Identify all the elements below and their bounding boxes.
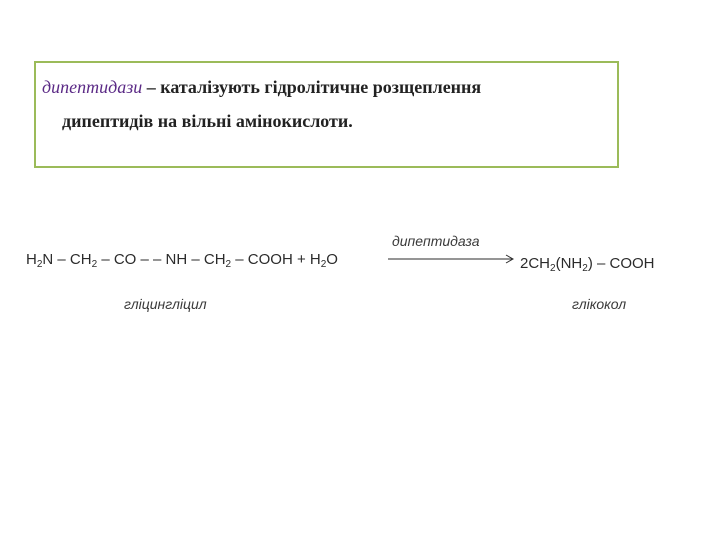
- formula-text: – CO – – NH – CH: [97, 251, 226, 268]
- definition-line-2: дипептидів на вільні амінокислоти.: [62, 111, 353, 131]
- reactant-name: гліцингліцил: [124, 296, 207, 312]
- formula-text: ) – COOH: [587, 255, 655, 272]
- product-name: глікокол: [572, 296, 627, 312]
- formula-text: (NH: [555, 255, 583, 272]
- formula-subscript: 2: [550, 263, 556, 274]
- definition-box: дипептидази – каталізують гідролітичне р…: [34, 61, 619, 168]
- formula-subscript: 2: [91, 259, 98, 270]
- formula-subscript: 2: [225, 259, 232, 270]
- definition-line-1-rest: – каталізують гідролітичне розщеплення: [142, 77, 482, 97]
- formula-text: N – CH: [42, 251, 92, 268]
- formula-text: 2CH: [520, 255, 551, 272]
- definition-line-1: дипептидази – каталізують гідролітичне р…: [42, 77, 481, 98]
- reaction-arrow-icon: [388, 254, 515, 264]
- formula-subscript: 2: [320, 259, 327, 270]
- formula-subscript: 2: [36, 259, 43, 270]
- product-formula: 2CH2(NH2) – COOH: [520, 255, 655, 274]
- formula-subscript: 2: [582, 263, 588, 274]
- definition-term: дипептидази: [42, 77, 143, 97]
- reactant-formula: H2N – CH2 – CO – – NH – CH2 – COOH + H2O: [26, 251, 338, 270]
- enzyme-label: дипептидаза: [392, 233, 480, 249]
- formula-text: – COOH + H: [231, 251, 321, 268]
- formula-text: O: [326, 251, 338, 268]
- formula-text: H: [26, 251, 37, 268]
